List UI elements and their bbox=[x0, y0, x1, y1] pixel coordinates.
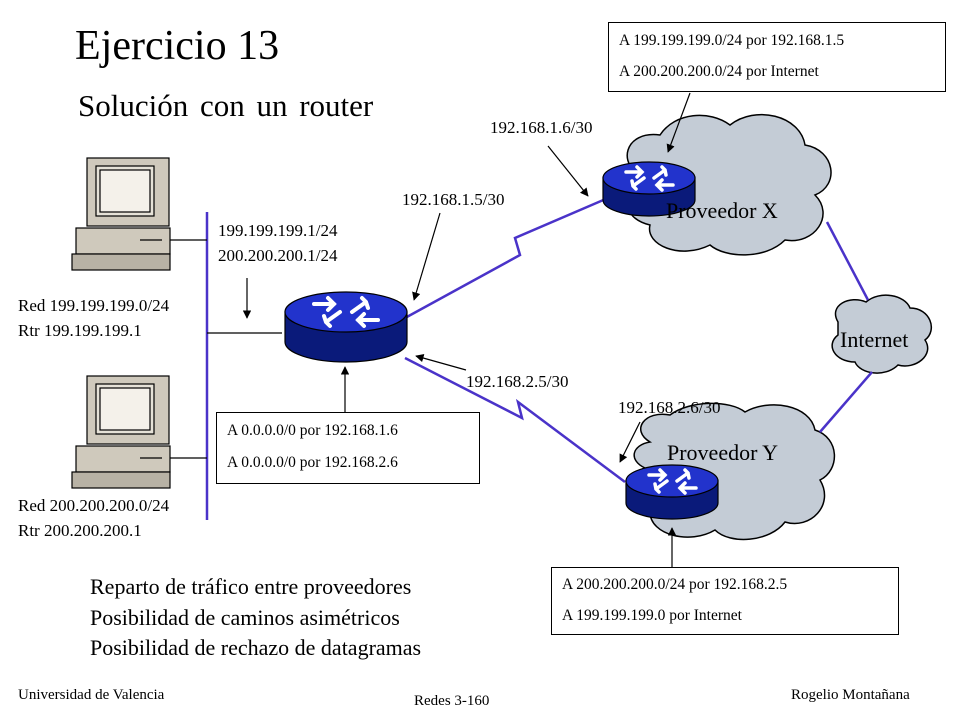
routing-box-provider-y: A 200.200.200.0/24 por 192.168.2.5 A 199… bbox=[551, 567, 899, 635]
network-label-2a: Red 200.200.200.0/24 bbox=[18, 496, 170, 515]
bullet-item: Posibilidad de caminos asimétricos bbox=[90, 604, 400, 630]
pc-icon-1 bbox=[71, 157, 171, 271]
cloud-label-provider-x: Proveedor X bbox=[666, 198, 778, 223]
network-label-2b: Rtr 200.200.200.1 bbox=[18, 521, 142, 540]
link-x-internet bbox=[825, 221, 870, 301]
router-icon-x bbox=[602, 161, 696, 217]
bullet-item: Reparto de tráfico entre proveedores bbox=[90, 574, 412, 599]
link-router-to-x bbox=[404, 196, 609, 320]
footer-right: Rogelio Montañana bbox=[791, 687, 910, 703]
routing-box-main-router: A 0.0.0.0/0 por 192.168.1.6 A 0.0.0.0/0 … bbox=[216, 412, 480, 484]
ip-label-lan-2: 200.200.200.1/24 bbox=[218, 246, 338, 265]
cloud-provider-x bbox=[626, 113, 832, 256]
route-entry: A 0.0.0.0/0 por 192.168.2.6 bbox=[227, 454, 398, 471]
routing-box-provider-x: A 199.199.199.0/24 por 192.168.1.5 A 200… bbox=[608, 22, 946, 92]
link-router-to-y bbox=[404, 356, 626, 484]
cloud-label-internet: Internet bbox=[840, 327, 909, 352]
page-title: Ejercicio 13 bbox=[75, 23, 280, 69]
router-icon-y bbox=[625, 464, 719, 520]
cloud-internet bbox=[831, 294, 932, 374]
route-entry: A 199.199.199.0 por Internet bbox=[562, 607, 742, 624]
network-label-1a: Red 199.199.199.0/24 bbox=[18, 296, 170, 315]
route-entry: A 0.0.0.0/0 por 192.168.1.6 bbox=[227, 422, 398, 439]
link-internet-y bbox=[819, 371, 873, 433]
router-icon-main bbox=[284, 291, 408, 363]
bullet-list: Reparto de tráfico entre proveedores Pos… bbox=[90, 572, 421, 664]
network-label-1b: Rtr 199.199.199.1 bbox=[18, 321, 142, 340]
ip-label-provider-x: 192.168.1.6/30 bbox=[490, 118, 593, 137]
route-entry: A 199.199.199.0/24 por 192.168.1.5 bbox=[619, 32, 845, 49]
ip-label-lan-1: 199.199.199.1/24 bbox=[218, 221, 338, 240]
annotation-arrows bbox=[242, 92, 691, 568]
footer-center: Redes 3-160 bbox=[414, 693, 490, 709]
bullet-item: Posibilidad de rechazo de datagramas bbox=[90, 635, 422, 660]
route-entry: A 200.200.200.0/24 por 192.168.2.5 bbox=[562, 576, 788, 593]
lan-drops bbox=[170, 239, 282, 459]
ip-label-router-y-side: 192.168.2.5/30 bbox=[466, 372, 569, 391]
footer-left: Universidad de Valencia bbox=[18, 687, 165, 703]
ip-label-provider-y: 192.168.2.6/30 bbox=[618, 398, 721, 417]
pc-icon-2 bbox=[71, 375, 171, 489]
page-subtitle: Solución con un router bbox=[78, 88, 374, 123]
ip-label-router-x-side: 192.168.1.5/30 bbox=[402, 190, 505, 209]
route-entry: A 200.200.200.0/24 por Internet bbox=[619, 63, 819, 80]
cloud-label-provider-y: Proveedor Y bbox=[667, 440, 778, 465]
